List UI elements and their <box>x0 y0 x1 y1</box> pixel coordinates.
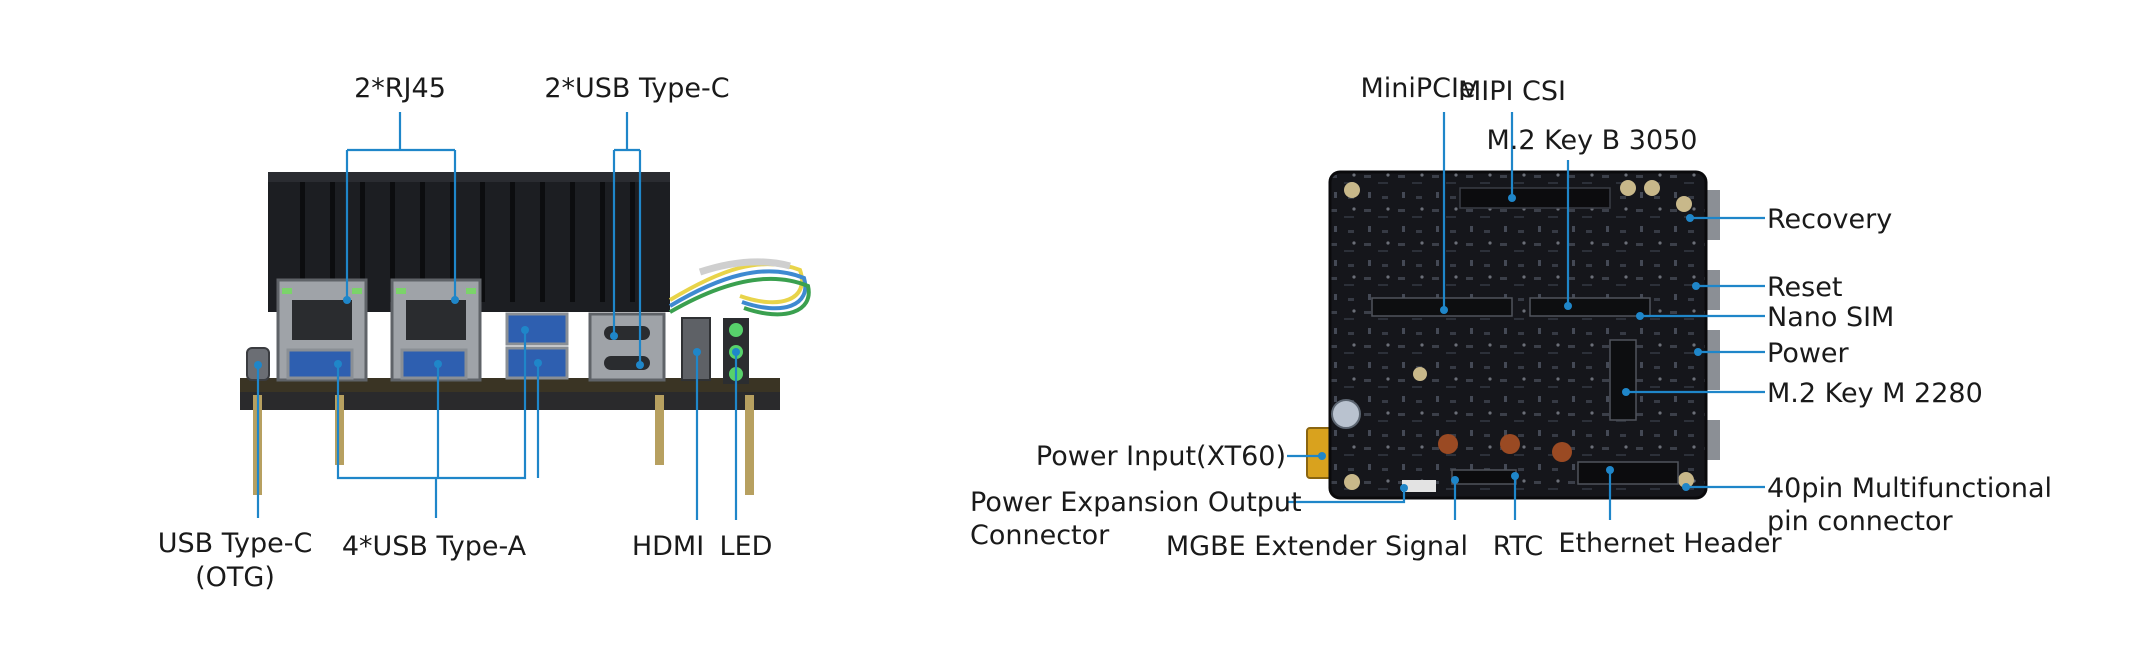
label-power-expansion: Power Expansion Output <box>970 487 1302 518</box>
label-mipi-csi: MIPI CSI <box>1458 76 1566 107</box>
label-power-expansion-sub: Connector <box>970 520 1110 551</box>
power-expansion-connector <box>1402 480 1436 492</box>
board-edge <box>240 378 780 394</box>
label-40pin: 40pin Multifunctional <box>1767 473 2052 504</box>
label-m2-key-m: M.2 Key M 2280 <box>1767 378 1983 409</box>
label-recovery: Recovery <box>1767 204 1892 235</box>
label-rj45: 2*RJ45 <box>354 73 446 104</box>
label-power-input: Power Input(XT60) <box>1036 441 1286 472</box>
rear-view <box>1306 170 1720 500</box>
label-reset: Reset <box>1767 272 1842 303</box>
label-power: Power <box>1767 338 1850 369</box>
label-usb-a: 4*USB Type-A <box>342 531 527 562</box>
label-led: LED <box>720 531 773 562</box>
ethernet-header <box>1577 461 1679 485</box>
fan-wires <box>668 258 811 317</box>
label-40pin-sub: pin connector <box>1767 506 1953 537</box>
label-hdmi: HDMI <box>632 531 704 562</box>
front-leaders <box>254 112 740 520</box>
rear-leaders <box>1287 112 1765 520</box>
board-underside <box>240 392 780 410</box>
m2-key-b-slot <box>1529 297 1651 317</box>
label-mgbe: MGBE Extender Signal <box>1166 531 1468 562</box>
rtc-battery <box>1331 399 1361 429</box>
mounting-holes <box>1344 180 1694 490</box>
label-usb-c-otg: USB Type-C <box>158 528 313 559</box>
label-minipcie: MiniPCIe <box>1360 73 1475 104</box>
label-nano-sim: Nano SIM <box>1767 302 1894 333</box>
label-m2-key-b: M.2 Key B 3050 <box>1487 125 1698 156</box>
inductors <box>1438 434 1572 462</box>
usb-c-ports <box>588 312 666 382</box>
mipi-csi-connector <box>1459 187 1611 209</box>
mgbe-connector <box>1451 469 1517 485</box>
label-ethernet-header: Ethernet Header <box>1558 528 1782 559</box>
label-usb-c-otg-sub: (OTG) <box>195 562 275 593</box>
usb-a-port-1 <box>286 348 354 380</box>
usb-a-port-3 <box>505 312 569 346</box>
label-rtc: RTC <box>1493 531 1544 562</box>
m2-key-m-slot <box>1609 339 1637 421</box>
label-usb-c-top: 2*USB Type-C <box>544 73 729 104</box>
